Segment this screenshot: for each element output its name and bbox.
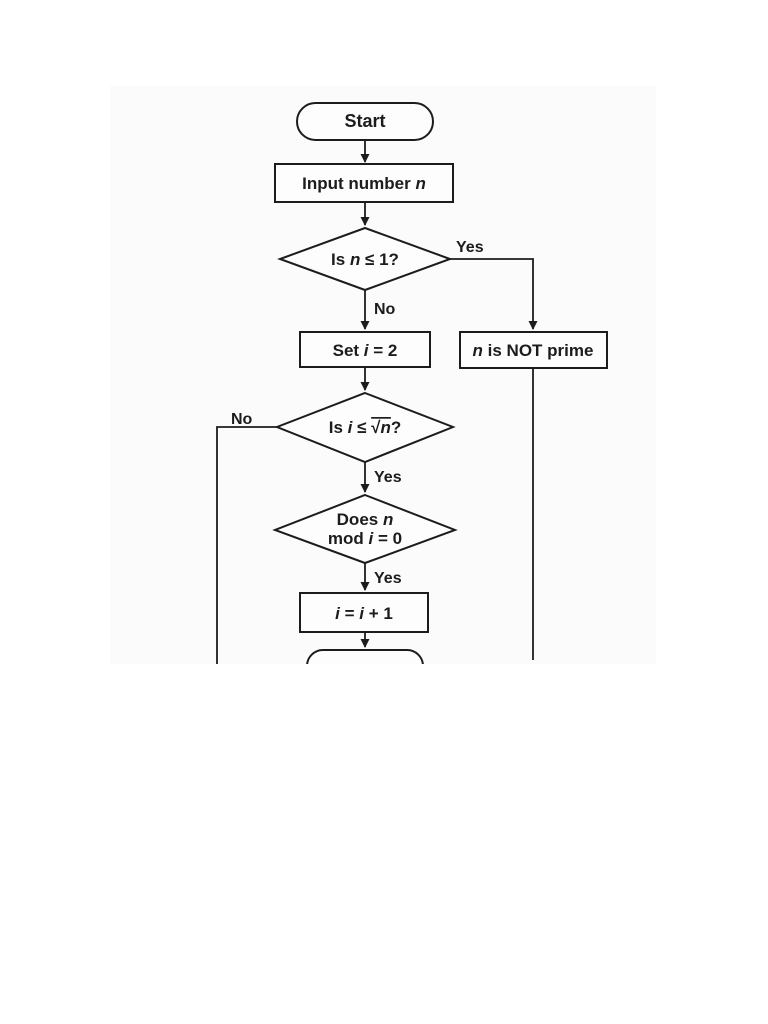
node-not-prime: n is NOT prime bbox=[459, 331, 608, 369]
does-n-mod-i-label-line2: mod i = 0 bbox=[328, 529, 402, 548]
start-label: Start bbox=[344, 111, 385, 131]
node-start: Start bbox=[296, 102, 434, 141]
node-increment-i: i = i + 1 bbox=[299, 592, 429, 633]
increment-i-process-shape bbox=[299, 592, 429, 633]
flowchart-svg: Start Input number n Is n ≤ 1? Set i = 2… bbox=[216, 102, 608, 664]
node-decision-is-n-le-1: Is n ≤ 1? bbox=[277, 226, 453, 292]
node-end-terminator-clipped bbox=[306, 649, 424, 664]
edge-is-i-le-sqrt-n-no-loop-line bbox=[216, 426, 277, 664]
input-number-label: Input number n bbox=[302, 174, 426, 193]
end-terminator-shape bbox=[306, 649, 424, 664]
node-set-i: Set i = 2 bbox=[299, 331, 431, 368]
is-n-le-1-label: Is n ≤ 1? bbox=[331, 250, 399, 269]
edge-label-does-n-mod-i-yes: Yes bbox=[374, 570, 402, 587]
edge-label-is-i-le-sqrt-n-yes: Yes bbox=[374, 469, 402, 486]
input-number-process-shape bbox=[274, 163, 454, 203]
is-i-le-sqrt-n-label: Is i ≤ √n? bbox=[329, 418, 402, 437]
increment-i-label: i = i + 1 bbox=[335, 604, 393, 623]
flowchart-image: Start Input number n Is n ≤ 1? Set i = 2… bbox=[110, 86, 656, 664]
is-i-le-sqrt-n-decision-shape bbox=[274, 391, 456, 464]
edge-label-is-n-le-1-yes: Yes bbox=[456, 239, 484, 256]
does-n-mod-i-decision-shape bbox=[272, 493, 458, 565]
not-prime-process-shape bbox=[459, 331, 608, 369]
not-prime-label: n is NOT prime bbox=[473, 341, 594, 360]
edge-is-n-le-1-yes-to-not-prime bbox=[450, 258, 538, 330]
node-input-number: Input number n bbox=[274, 163, 454, 203]
set-i-label: Set i = 2 bbox=[333, 341, 398, 360]
edge-label-is-n-le-1-no: No bbox=[374, 301, 396, 318]
node-decision-does-n-mod-i: Does n mod i = 0 bbox=[272, 493, 458, 565]
start-terminator-shape bbox=[296, 102, 434, 141]
does-n-mod-i-label-line1: Does n bbox=[337, 510, 394, 529]
node-decision-is-i-le-sqrt-n: Is i ≤ √n? bbox=[274, 391, 456, 464]
set-i-process-shape bbox=[299, 331, 431, 368]
is-n-le-1-decision-shape bbox=[277, 226, 453, 292]
edge-label-is-i-le-sqrt-n-no: No bbox=[231, 411, 253, 428]
